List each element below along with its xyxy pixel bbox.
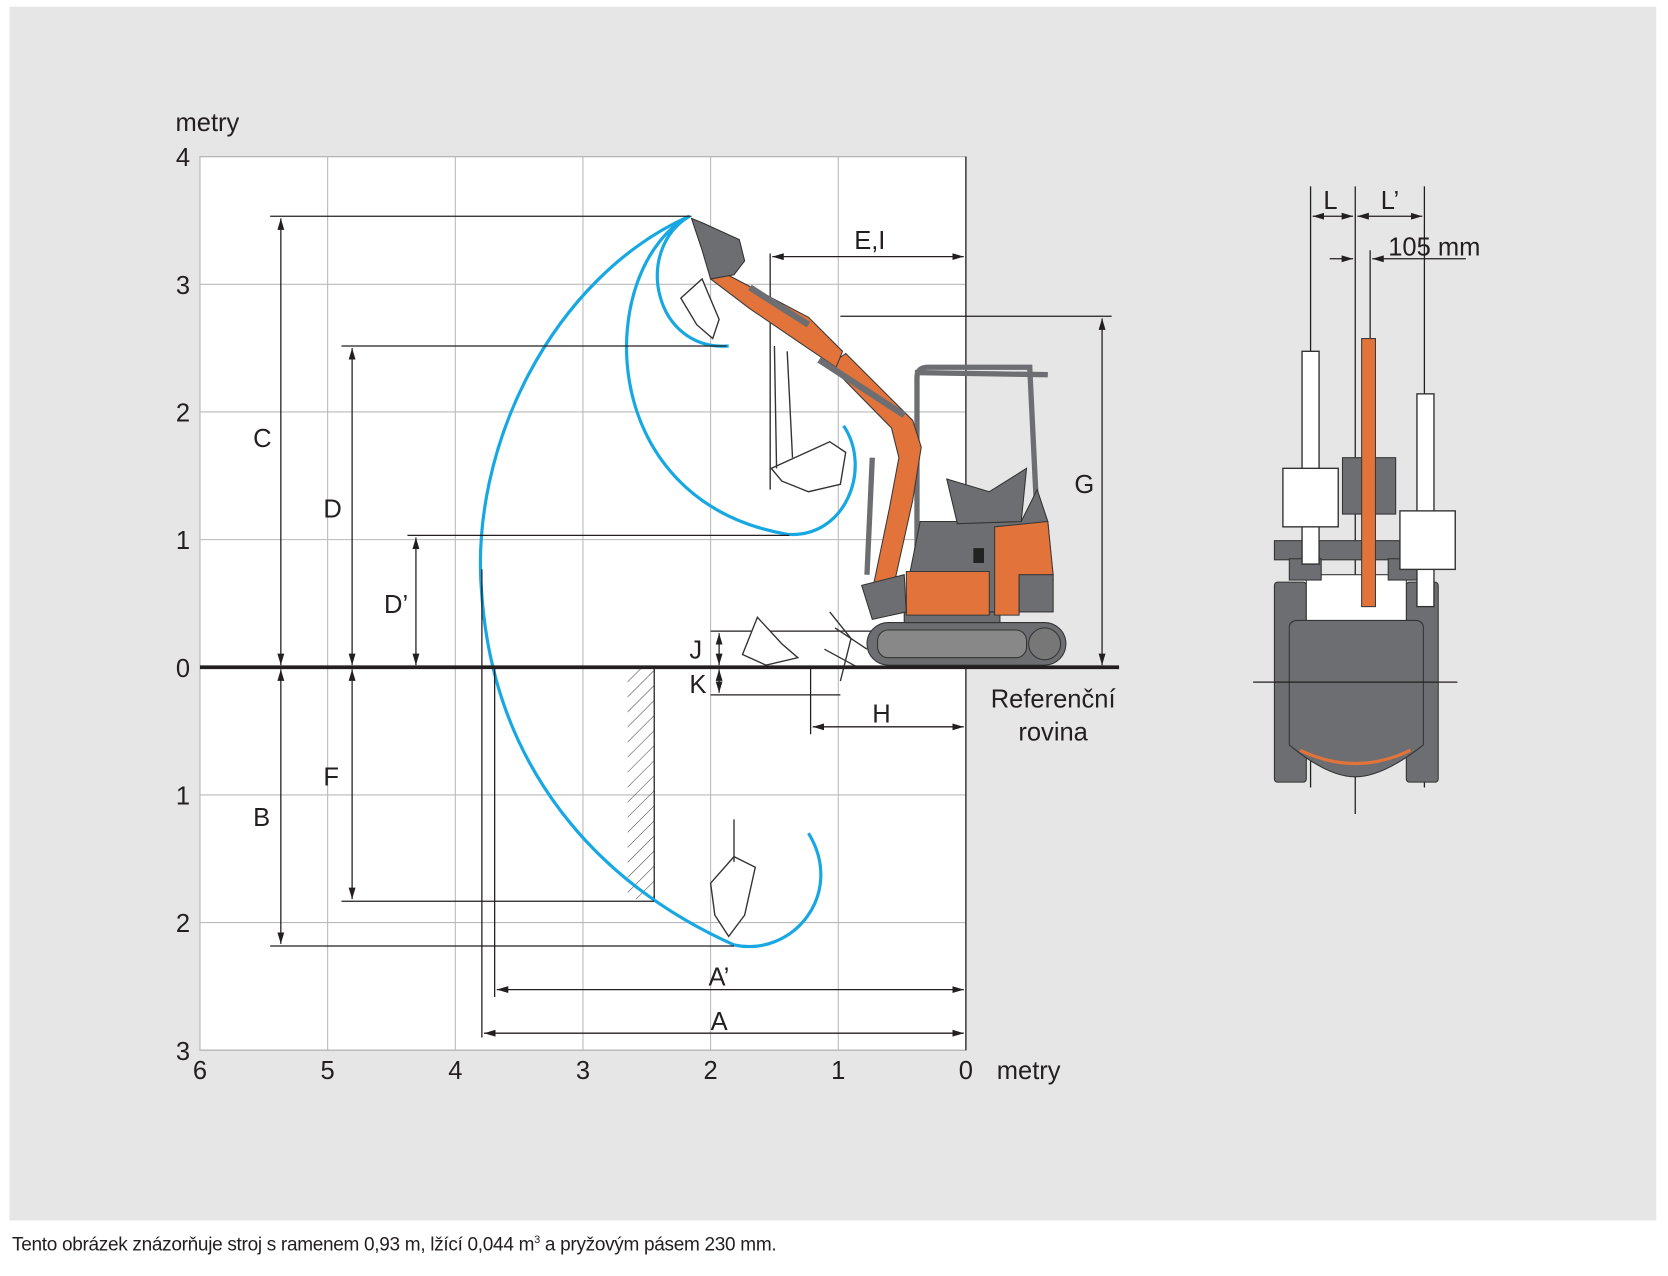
dig-depth-trajectory bbox=[733, 832, 823, 949]
reference-plane-label-2: rovina bbox=[1018, 719, 1088, 747]
dim-label-d: D bbox=[323, 495, 341, 523]
y-tick-label: 0 bbox=[176, 655, 190, 683]
bucket-curl-trajectory bbox=[655, 214, 729, 348]
front-label-l: L bbox=[1323, 187, 1337, 215]
y-tick-label: 3 bbox=[176, 272, 190, 300]
y-tick-label: 1 bbox=[176, 782, 190, 810]
x-tick-label: 3 bbox=[576, 1057, 590, 1085]
x-tick-label: 5 bbox=[321, 1057, 335, 1085]
excavator-front-view: L L’ 105 mm bbox=[1253, 186, 1480, 815]
y-axis-unit: metry bbox=[176, 109, 240, 137]
caption-text-end: a pryžovým pásem 230 mm. bbox=[539, 1234, 777, 1256]
dim-label-j: J bbox=[689, 637, 702, 665]
dim-label-d-prime: D’ bbox=[384, 591, 408, 619]
tick-labels: 6 5 4 3 2 1 0 4 3 2 1 0 1 2 3 bbox=[176, 144, 973, 1085]
x-tick-label: 1 bbox=[831, 1057, 845, 1085]
trench-wall-hatch bbox=[627, 667, 655, 900]
caption-text: Tento obrázek znázorňuje stroj s ramenem… bbox=[12, 1234, 535, 1256]
bucket-positions bbox=[679, 277, 847, 938]
dim-label-k: K bbox=[689, 671, 706, 699]
bucket bbox=[690, 217, 746, 280]
x-tick-label: 0 bbox=[959, 1057, 973, 1085]
front-label-l-prime: L’ bbox=[1381, 187, 1399, 215]
y-tick-label: 1 bbox=[176, 527, 190, 555]
y-tick-label: 2 bbox=[176, 400, 190, 428]
dim-label-b: B bbox=[253, 804, 270, 832]
y-tick-label: 4 bbox=[176, 144, 190, 172]
figure-caption: Tento obrázek znázorňuje stroj s ramenem… bbox=[12, 1234, 777, 1256]
front-label-offset: 105 mm bbox=[1388, 234, 1480, 262]
counterweight bbox=[905, 570, 990, 616]
x-tick-label: 4 bbox=[448, 1057, 462, 1085]
caption-superscript: 3 bbox=[534, 1234, 540, 1246]
dim-label-e-i: E,I bbox=[854, 227, 885, 255]
x-tick-label: 6 bbox=[193, 1057, 207, 1085]
dim-label-h: H bbox=[872, 701, 890, 729]
x-axis-unit: metry bbox=[997, 1057, 1061, 1085]
y-tick-label: 2 bbox=[176, 910, 190, 938]
dim-label-g: G bbox=[1074, 471, 1094, 499]
dim-label-a-prime: A’ bbox=[708, 963, 729, 991]
x-tick-label: 2 bbox=[704, 1057, 718, 1085]
cab-frame bbox=[914, 364, 1040, 612]
dim-label-a: A bbox=[711, 1008, 728, 1036]
dump-trajectory bbox=[624, 214, 857, 536]
dimension-lines bbox=[270, 156, 1112, 1051]
boom-cylinder bbox=[817, 357, 906, 418]
excavator-side-view bbox=[690, 217, 1067, 682]
reference-plane-label-1: Referenční bbox=[991, 686, 1116, 714]
seat bbox=[946, 467, 1028, 525]
arm bbox=[709, 271, 844, 369]
dim-label-f: F bbox=[323, 763, 339, 791]
y-tick-label: 3 bbox=[176, 1038, 190, 1066]
upper-structure bbox=[1288, 619, 1424, 778]
dim-label-c: C bbox=[253, 425, 271, 453]
arm-cylinder bbox=[748, 284, 811, 328]
center-boom bbox=[1361, 338, 1376, 608]
